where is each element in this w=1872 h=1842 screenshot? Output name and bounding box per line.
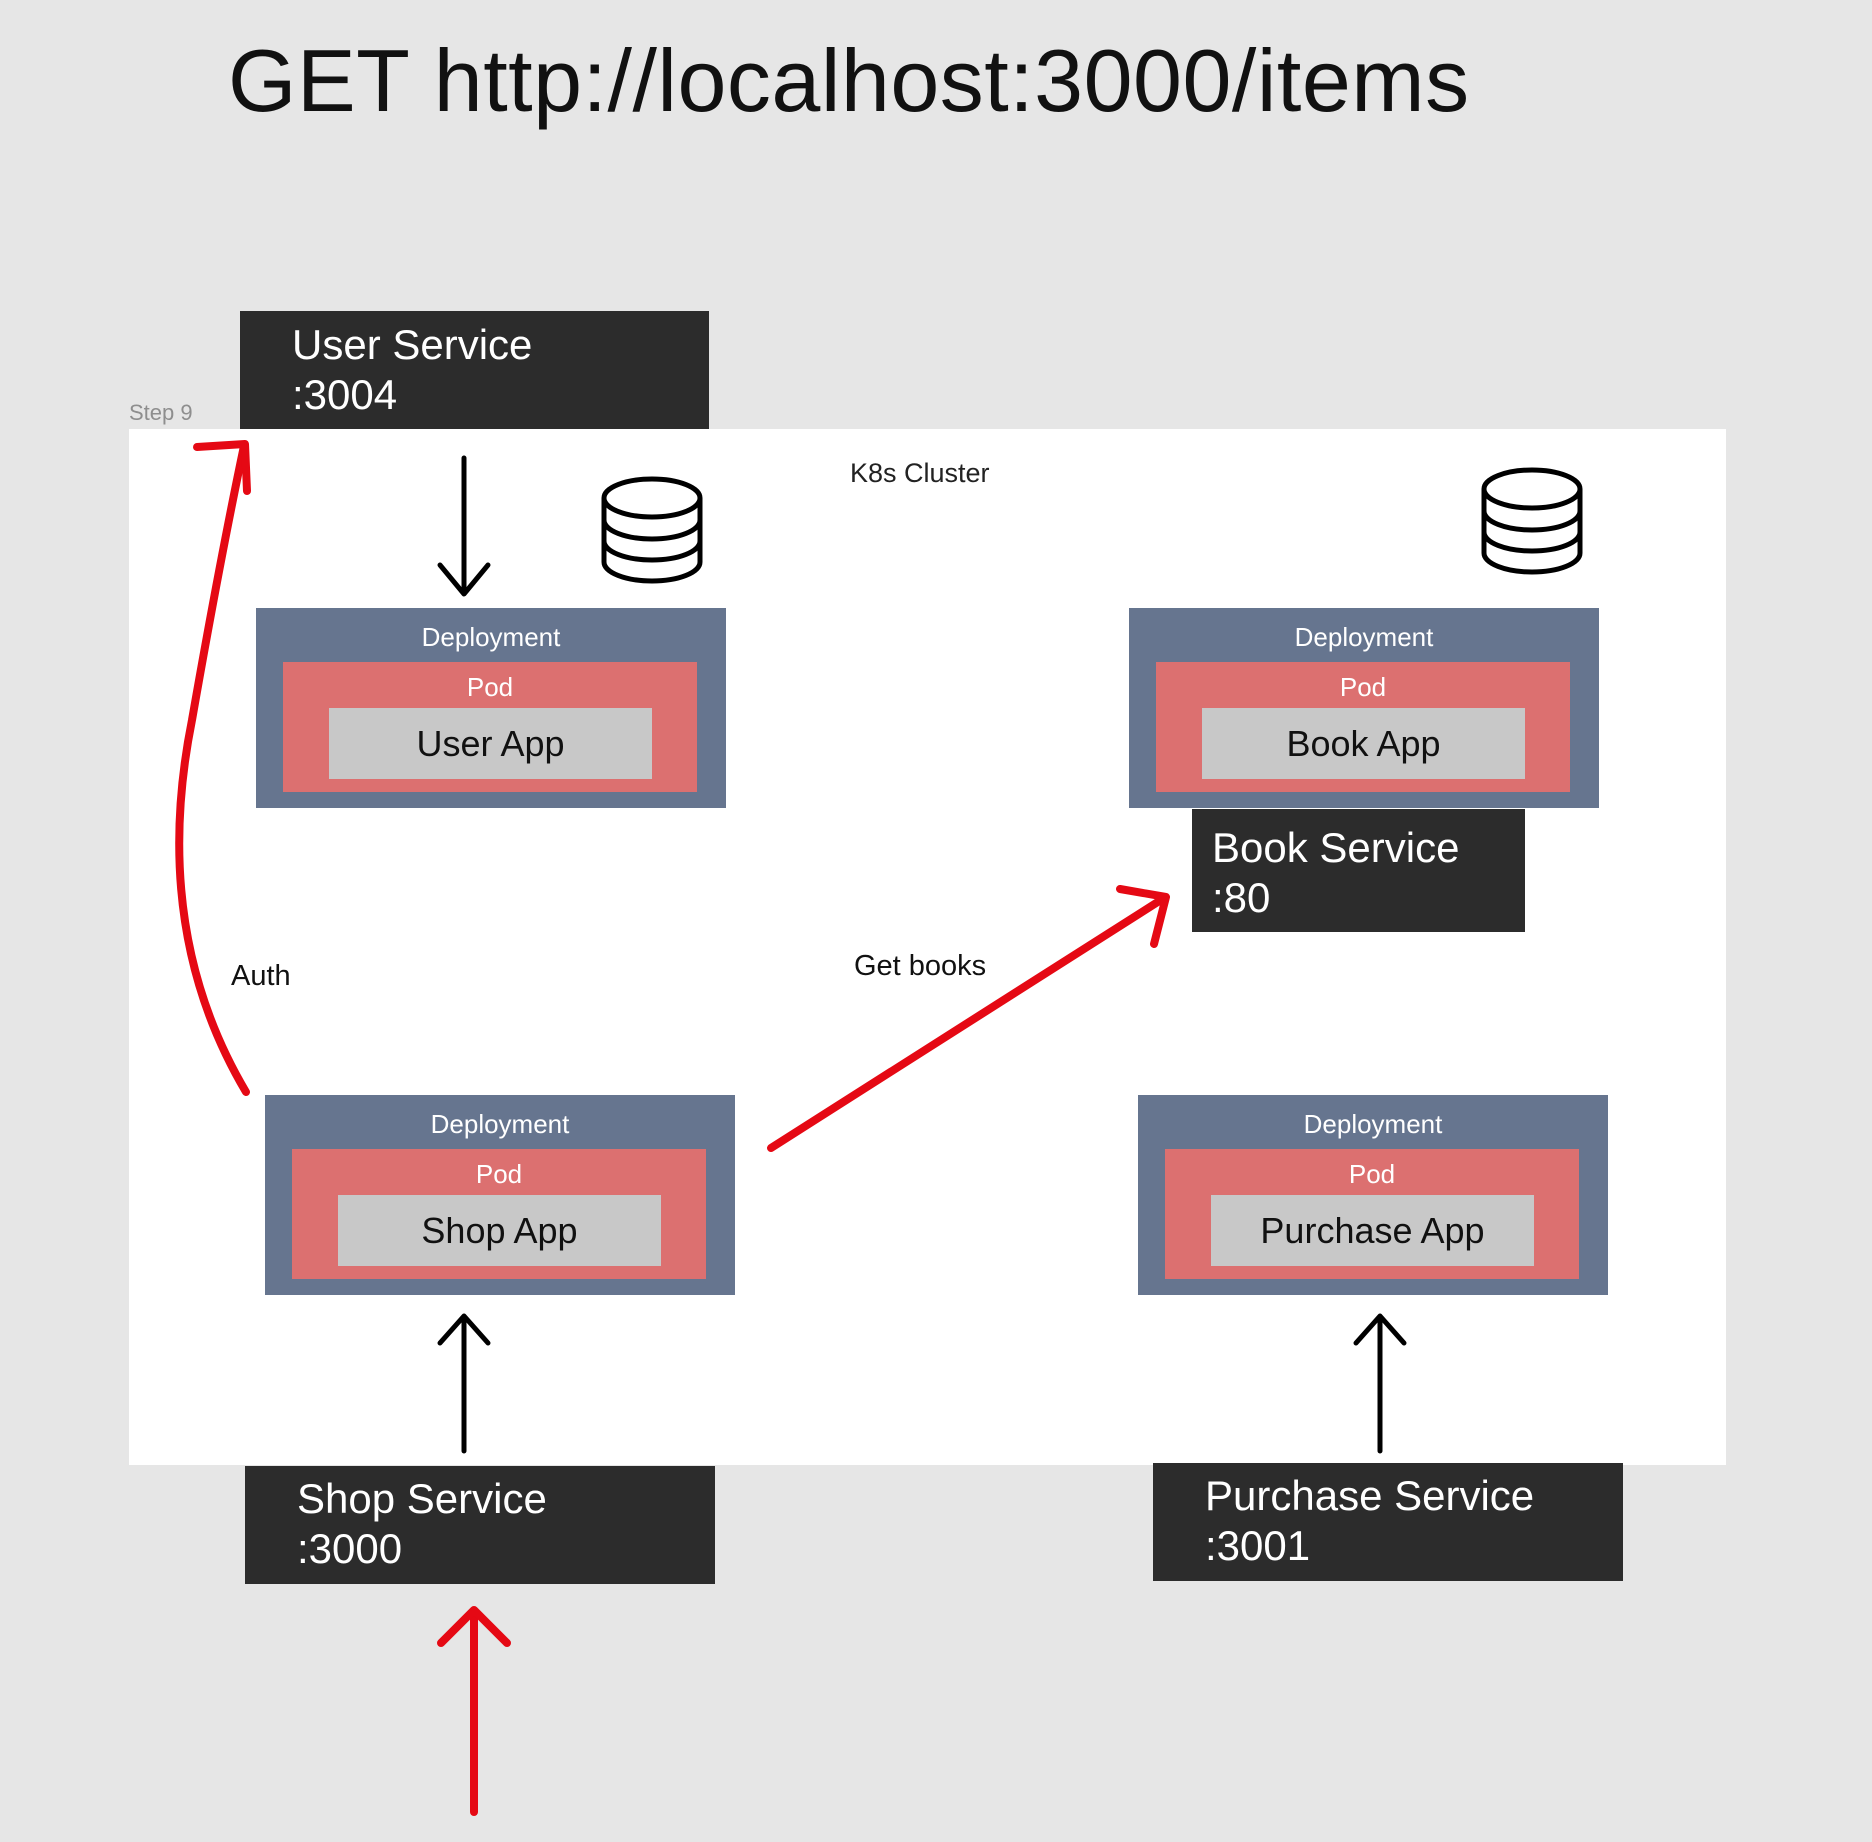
book-service-box: Book Service :80	[1192, 809, 1525, 932]
purchase-app: Purchase App	[1211, 1195, 1534, 1266]
incoming-request-arrow	[437, 1606, 511, 1816]
user-pod: Pod User App	[283, 662, 697, 792]
user-service-to-app-arrow	[437, 455, 491, 597]
purchase-deployment: Deployment Pod Purchase App	[1138, 1095, 1608, 1295]
database-icon	[601, 476, 703, 584]
auth-label: Auth	[231, 960, 291, 992]
purchase-pod: Pod Purchase App	[1165, 1149, 1579, 1279]
user-service-box: User Service :3004	[240, 311, 709, 429]
user-deployment: Deployment Pod User App	[256, 608, 726, 808]
shop-service-box: Shop Service :3000	[245, 1466, 715, 1584]
get-books-arrow	[767, 885, 1170, 1152]
service-name: Book Service	[1212, 824, 1460, 871]
database-icon	[1481, 467, 1583, 575]
purchase-service-to-app-arrow	[1353, 1313, 1407, 1454]
auth-arrow	[175, 440, 251, 1096]
shop-deployment: Deployment Pod Shop App	[265, 1095, 735, 1295]
pod-label: Pod	[1348, 1159, 1396, 1189]
pod-label: Pod	[475, 1159, 523, 1189]
user-app: User App	[329, 708, 652, 779]
shop-app: Shop App	[338, 1195, 661, 1266]
service-port: :80	[1212, 874, 1271, 921]
service-name: Shop Service	[297, 1475, 547, 1522]
service-port: :3001	[1205, 1522, 1311, 1569]
deployment-label: Deployment	[421, 622, 561, 652]
service-port: :3000	[297, 1525, 403, 1572]
deployment-label: Deployment	[1294, 622, 1434, 652]
purchase-service-box: Purchase Service :3001	[1153, 1463, 1623, 1581]
page-title: GET http://localhost:3000/items	[228, 31, 1470, 130]
service-name: Purchase Service	[1205, 1472, 1535, 1519]
shop-service-to-app-arrow	[437, 1313, 491, 1454]
shop-pod: Pod Shop App	[292, 1149, 706, 1279]
service-name: User Service	[292, 321, 533, 368]
book-pod: Pod Book App	[1156, 662, 1570, 792]
step-label: Step 9	[129, 400, 193, 425]
get-books-label: Get books	[854, 950, 987, 982]
pod-label: Pod	[466, 672, 514, 702]
deployment-label: Deployment	[430, 1109, 570, 1139]
book-app: Book App	[1202, 708, 1525, 779]
cluster-label: K8s Cluster	[850, 458, 990, 488]
service-port: :3004	[292, 371, 398, 418]
book-deployment: Deployment Pod Book App	[1129, 608, 1599, 808]
deployment-label: Deployment	[1303, 1109, 1443, 1139]
pod-label: Pod	[1339, 672, 1387, 702]
